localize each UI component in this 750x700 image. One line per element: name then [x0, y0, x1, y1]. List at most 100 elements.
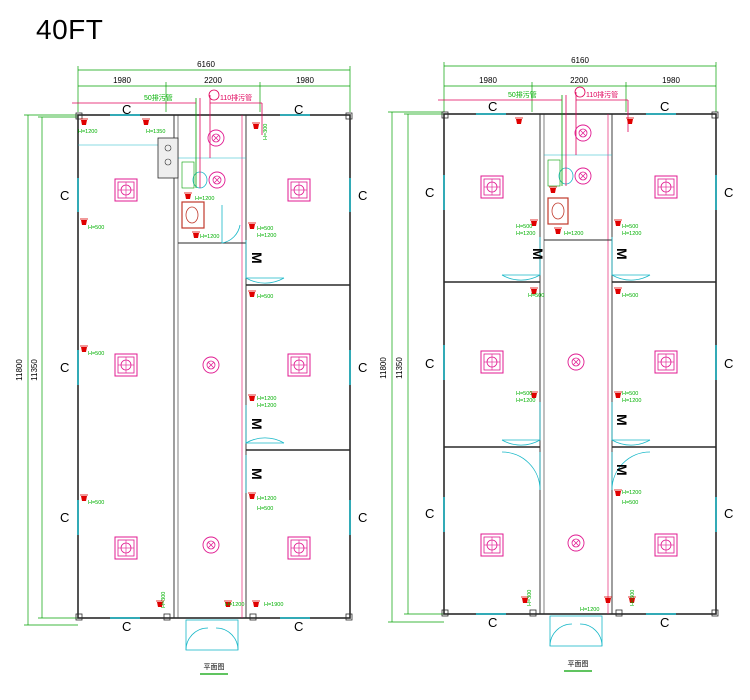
height-note: H=500 [88, 500, 104, 506]
page-title: 40FT [36, 14, 104, 45]
m-mark: M [249, 252, 265, 264]
c-mark: C [122, 619, 131, 634]
c-mark: C [488, 99, 497, 114]
height-note: H=500 [88, 351, 104, 357]
c-mark: C [488, 615, 497, 630]
height-note: H=1200 [257, 233, 276, 239]
dimension-lines-left [24, 66, 351, 626]
drain-pipe-110-label: 110排污管 [220, 93, 252, 102]
dim-side-width-left: 1980 [113, 76, 131, 85]
height-note: H=300 [263, 124, 269, 140]
m-mark: M [614, 414, 630, 426]
dim-inner-length: 11350 [395, 357, 404, 379]
height-note: H=500 [622, 391, 638, 397]
m-mark: M [614, 248, 630, 260]
dim-side-width-right: 1980 [296, 76, 314, 85]
height-note: H=1900 [264, 602, 283, 608]
height-note: H=300 [527, 590, 533, 606]
c-mark: C [724, 356, 733, 371]
c-mark: C [60, 510, 69, 525]
sockets-left [79, 118, 261, 608]
c-mark: C [60, 360, 69, 375]
doors-left [185, 205, 285, 651]
m-mark: M [249, 468, 265, 480]
height-note: H=500 [528, 293, 544, 299]
height-note: H=500 [257, 506, 273, 512]
floor-plan-left: 6160 1980 2200 1980 11800 11350 [15, 60, 367, 675]
container-marks-left: C C C C C C C C C C [60, 102, 367, 634]
height-note: H=1200 [564, 231, 583, 237]
dim-side-width-right: 1980 [662, 76, 680, 85]
c-mark: C [724, 185, 733, 200]
height-note: H=1200 [200, 234, 219, 240]
dim-overall-length: 11800 [379, 357, 388, 379]
height-note: H=1200 [622, 398, 641, 404]
c-mark: C [660, 615, 669, 630]
dim-side-width-left: 1980 [479, 76, 497, 85]
light-fixtures-right [480, 124, 678, 557]
plan-caption: 平面图 [204, 663, 225, 671]
height-notes-right: H=500 H=1200 H=1200 H=500 H=1200 H=500 H… [516, 224, 641, 613]
dim-inner-length: 11350 [30, 359, 39, 381]
dim-overall-width: 6160 [571, 56, 589, 65]
height-note: H=300 [630, 590, 636, 606]
floor-plan-right: 6160 1980 2200 1980 11800 11350 [379, 56, 733, 672]
c-mark: C [294, 102, 303, 117]
height-note: H=1200 [516, 398, 535, 404]
height-note: H=500 [257, 226, 273, 232]
height-note: H=1200 [78, 129, 97, 135]
walls-left [75, 112, 353, 621]
height-note: H=300 [161, 592, 167, 608]
height-note: H=500 [622, 500, 638, 506]
c-mark: C [358, 188, 367, 203]
height-note: H=500 [516, 224, 532, 230]
m-mark: M [530, 248, 546, 260]
container-marks-right: C C C C C C C C C C [425, 99, 733, 630]
sockets-right [514, 117, 637, 604]
plan-caption: 平面图 [568, 660, 589, 668]
height-note: H=1200 [622, 231, 641, 237]
c-mark: C [724, 506, 733, 521]
height-note: H=1200 [257, 403, 276, 409]
m-mark: M [614, 464, 630, 476]
dimension-lines-right [388, 62, 717, 623]
c-mark: C [60, 188, 69, 203]
dim-corridor-width: 2200 [570, 76, 588, 85]
doors-right [501, 237, 651, 647]
drain-pipe-110-label: 110排污管 [586, 90, 618, 99]
height-note: H=1200 [225, 602, 244, 608]
c-mark: C [122, 102, 131, 117]
height-note: H=1350 [146, 129, 165, 135]
height-note: H=1200 [580, 607, 599, 613]
door-marks-right: M M M M [530, 248, 630, 476]
height-note: H=500 [516, 391, 532, 397]
height-note: H=1200 [257, 396, 276, 402]
drain-pipe-50-label: 50排污管 [508, 90, 537, 99]
c-mark: C [425, 185, 434, 200]
c-mark: C [425, 356, 434, 371]
height-note: H=500 [622, 224, 638, 230]
drain-pipes-left [72, 89, 263, 158]
drain-pipe-50-label: 50排污管 [144, 93, 173, 102]
windows-right [443, 113, 717, 615]
height-note: H=1200 [622, 490, 641, 496]
windows-left [77, 114, 351, 619]
height-note: H=500 [88, 225, 104, 231]
height-note: H=1200 [195, 196, 214, 202]
dim-overall-length: 11800 [15, 359, 24, 381]
height-notes-left: H=1200 H=1350 H=500 H=500 H=500 H=1200 H… [78, 124, 283, 608]
c-mark: C [425, 506, 434, 521]
height-note: H=500 [257, 294, 273, 300]
dim-overall-width: 6160 [197, 60, 215, 69]
bathroom-right [547, 95, 574, 225]
c-mark: C [358, 510, 367, 525]
height-note: H=500 [622, 293, 638, 299]
height-note: H=1200 [257, 496, 276, 502]
c-mark: C [294, 619, 303, 634]
dim-corridor-width: 2200 [204, 76, 222, 85]
m-mark: M [249, 418, 265, 430]
c-mark: C [660, 99, 669, 114]
bathroom-left [157, 98, 208, 229]
height-note: H=1200 [516, 231, 535, 237]
